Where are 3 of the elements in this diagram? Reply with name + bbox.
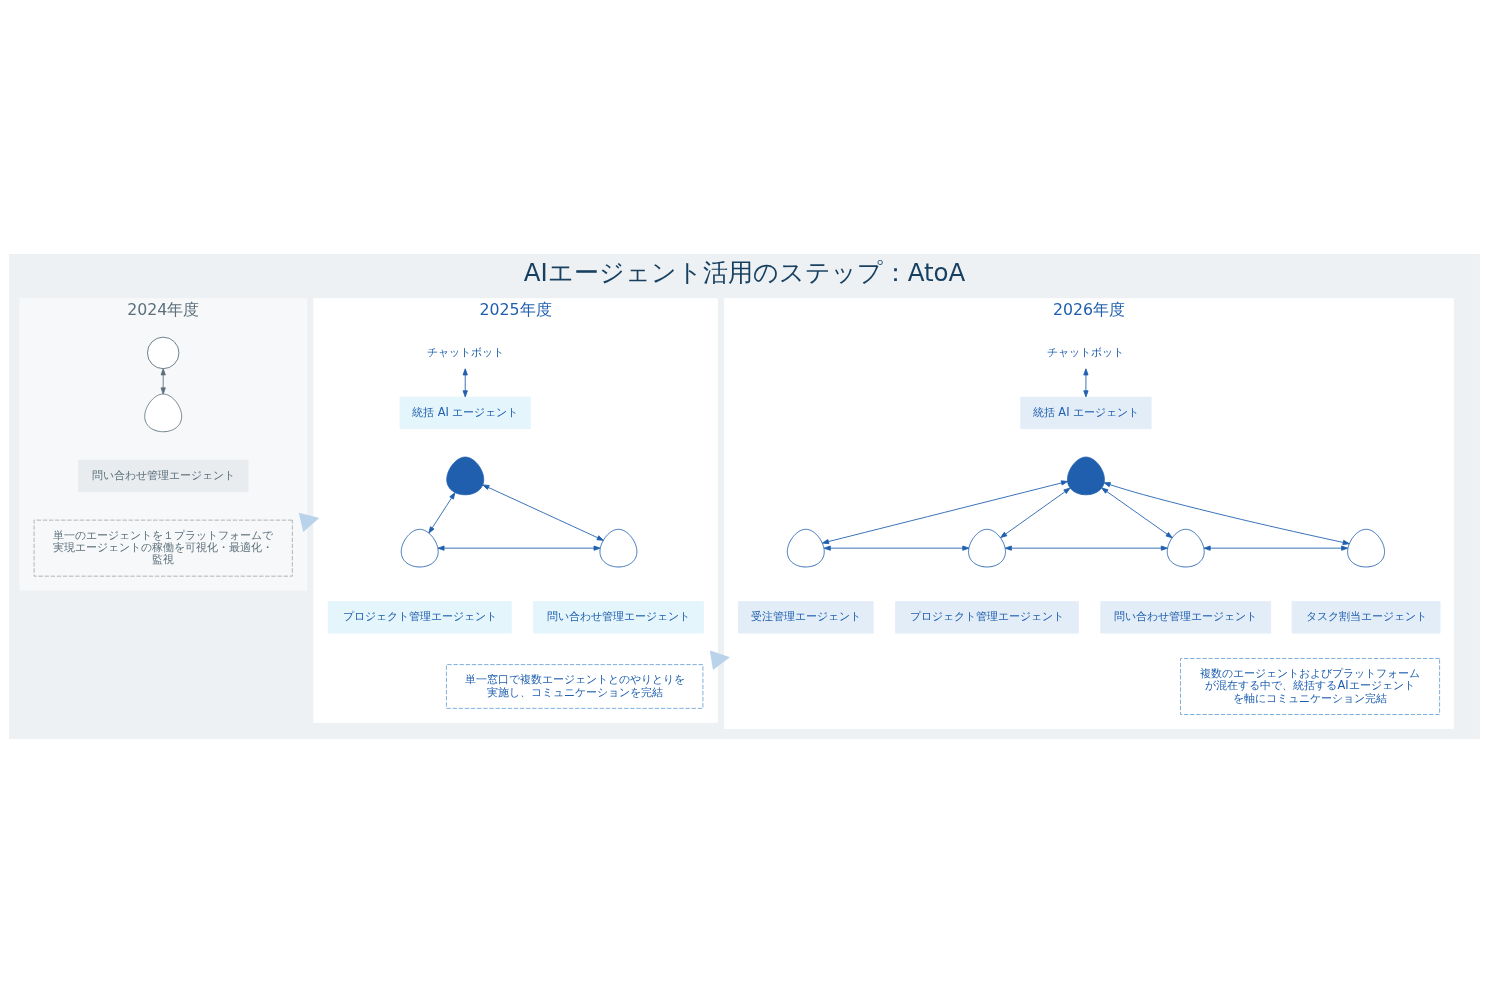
diagram-title: AIエージェント活用のステップ：AtoA [523,257,966,287]
node-text: チャットボット [426,344,504,359]
node-text: チャットボット [1047,344,1125,359]
